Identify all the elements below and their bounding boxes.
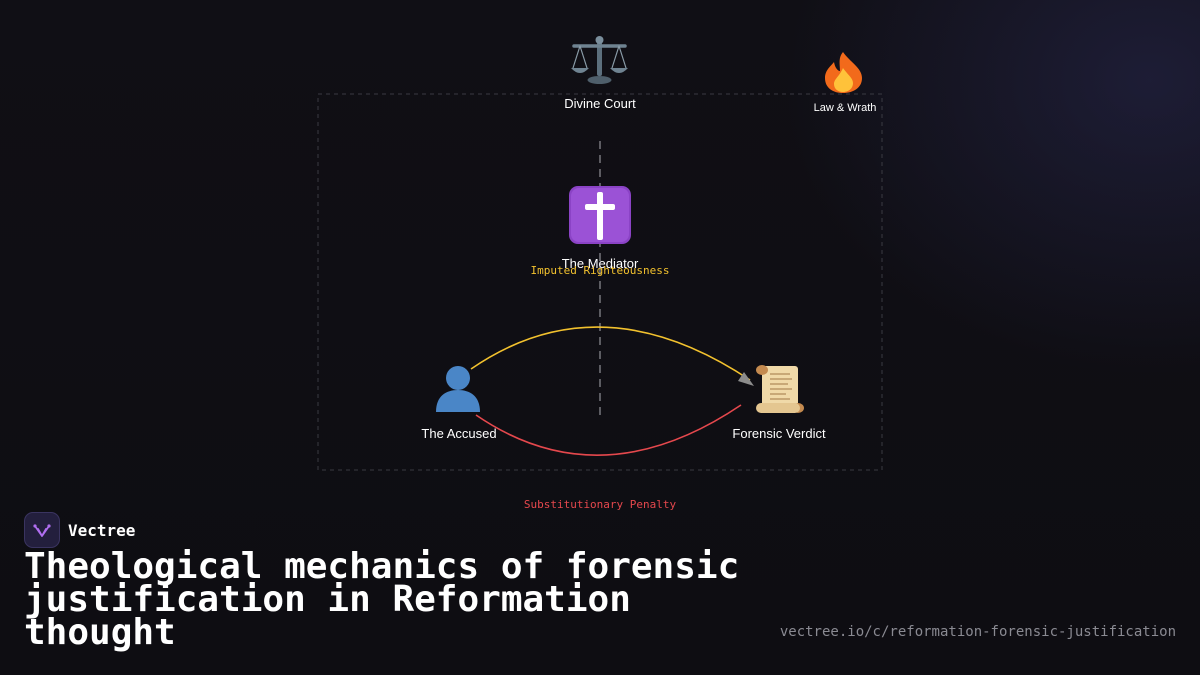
substitutionary-penalty-arc bbox=[475, 404, 742, 456]
court-boundary bbox=[317, 93, 883, 471]
brand-name: Vectree bbox=[68, 520, 136, 540]
arrowhead-shape bbox=[738, 372, 754, 386]
fire-icon bbox=[825, 52, 862, 93]
cross-icon bbox=[569, 186, 631, 244]
scales-icon bbox=[571, 36, 628, 84]
divine-court-label: Divine Court bbox=[564, 96, 636, 111]
mediator-label: The Mediator bbox=[561, 256, 639, 271]
verdict-label: Forensic Verdict bbox=[732, 426, 826, 441]
person-icon bbox=[436, 366, 480, 412]
law-wrath-label: Law & Wrath bbox=[813, 102, 877, 114]
accused-label: The Accused bbox=[421, 426, 497, 441]
source-url-link[interactable]: vectree.io/c/reformation-forensic-justif… bbox=[779, 624, 1176, 640]
brand[interactable]: Vectree bbox=[24, 512, 135, 548]
vectree-logo-icon bbox=[24, 512, 60, 548]
page-title: Theological mechanics of forensic justif… bbox=[24, 546, 740, 653]
scroll-icon bbox=[756, 365, 804, 413]
imputed-righteousness-arc bbox=[470, 326, 751, 381]
vectree-logo-mark bbox=[33, 524, 51, 537]
substitutionary-penalty-label: Substitutionary Penalty bbox=[523, 498, 677, 511]
imputed-righteousness-label: Imputed Righteousness bbox=[530, 264, 670, 277]
